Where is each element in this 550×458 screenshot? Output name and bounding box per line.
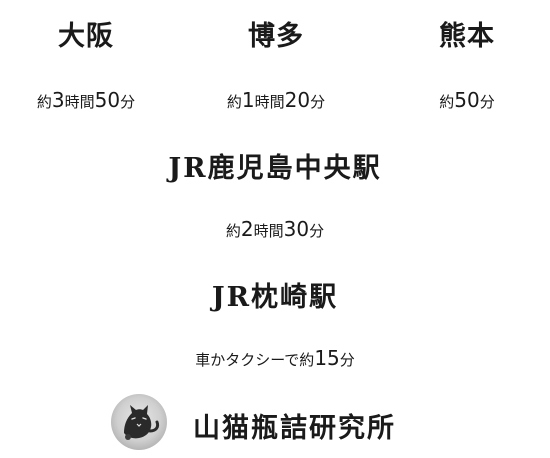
wildcat-logo-icon [110,393,168,451]
duration-kumamoto: 約50分 [439,88,495,112]
destination-name: 山猫瓶詰研究所 [193,413,396,444]
origin-hakata: 博多 [248,21,304,52]
origin-kumamoto: 熊本 [439,21,495,52]
station-kagoshima-chuo: JR鹿児島中央駅 [168,153,382,184]
duration-to-destination: 車かタクシーで約15分 [195,346,355,370]
origin-osaka: 大阪 [58,21,114,52]
station-makurazaki: JR枕崎駅 [211,282,339,313]
duration-hakata: 約1時間20分 [226,88,326,112]
duration-to-makurazaki: 約2時間30分 [225,217,325,241]
duration-osaka: 約3時間50分 [36,88,136,112]
